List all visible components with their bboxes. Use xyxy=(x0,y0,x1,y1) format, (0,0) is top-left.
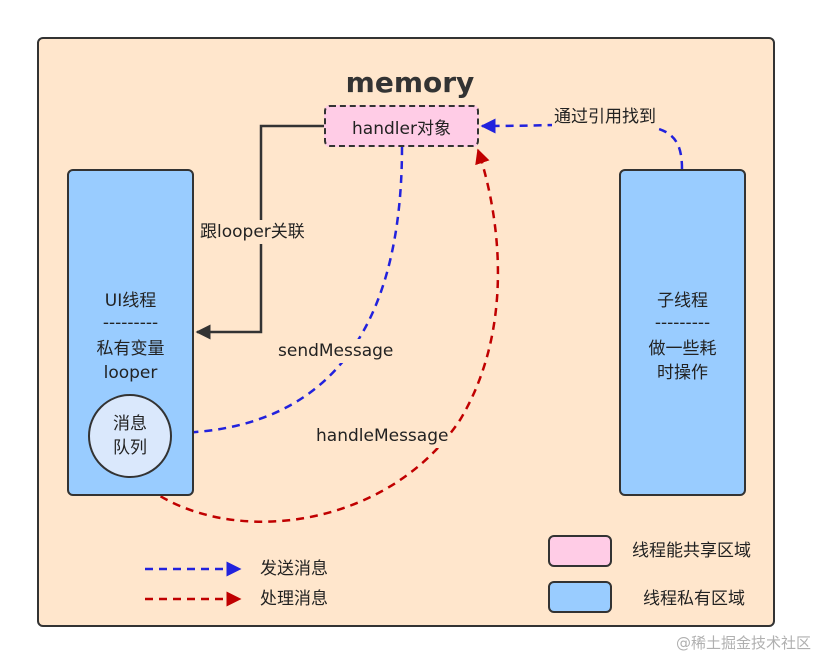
send-message-edge-label: sendMessage xyxy=(276,339,396,363)
handler-object-label: handler对象 xyxy=(352,118,451,139)
ui-thread-divider: --------- xyxy=(102,313,159,333)
legend-shared-label: 线程能共享区域 xyxy=(632,541,751,561)
sub-thread-line1: 做一些耗 xyxy=(648,339,717,359)
legend-send-label: 发送消息 xyxy=(260,559,328,579)
handler-object-node: handler对象 xyxy=(324,105,479,147)
sub-thread-node: 子线程 --------- 做一些耗 时操作 xyxy=(619,169,746,496)
watermark: @稀土掘金技术社区 xyxy=(675,634,811,652)
legend-private-label: 线程私有区域 xyxy=(643,589,745,609)
reference-edge-label: 通过引用找到 xyxy=(552,105,658,129)
ui-thread-line1: 私有变量 xyxy=(96,339,165,359)
sub-thread-name: 子线程 xyxy=(657,291,708,311)
legend-handle-label: 处理消息 xyxy=(260,589,328,609)
ui-thread-node: UI线程 --------- 私有变量 looper xyxy=(67,169,194,496)
ui-thread-name: UI线程 xyxy=(104,291,157,311)
reference-edge xyxy=(480,118,684,170)
handle-message-edge xyxy=(127,148,500,523)
legend-private-swatch xyxy=(548,581,612,613)
handle-message-edge-label: handleMessage xyxy=(314,424,451,448)
send-message-edge xyxy=(174,146,404,441)
ui-thread-line2: looper xyxy=(103,363,158,383)
memory-title: memory xyxy=(345,66,475,99)
sub-thread-divider: --------- xyxy=(654,313,711,333)
legend-shared-swatch xyxy=(548,535,612,567)
bind-looper-edge-label: 跟looper关联 xyxy=(198,220,307,244)
message-queue-line1: 消息 xyxy=(113,414,147,434)
sub-thread-line2: 时操作 xyxy=(657,363,708,383)
message-queue-node: 消息 队列 xyxy=(88,394,172,478)
message-queue-line2: 队列 xyxy=(113,438,147,458)
